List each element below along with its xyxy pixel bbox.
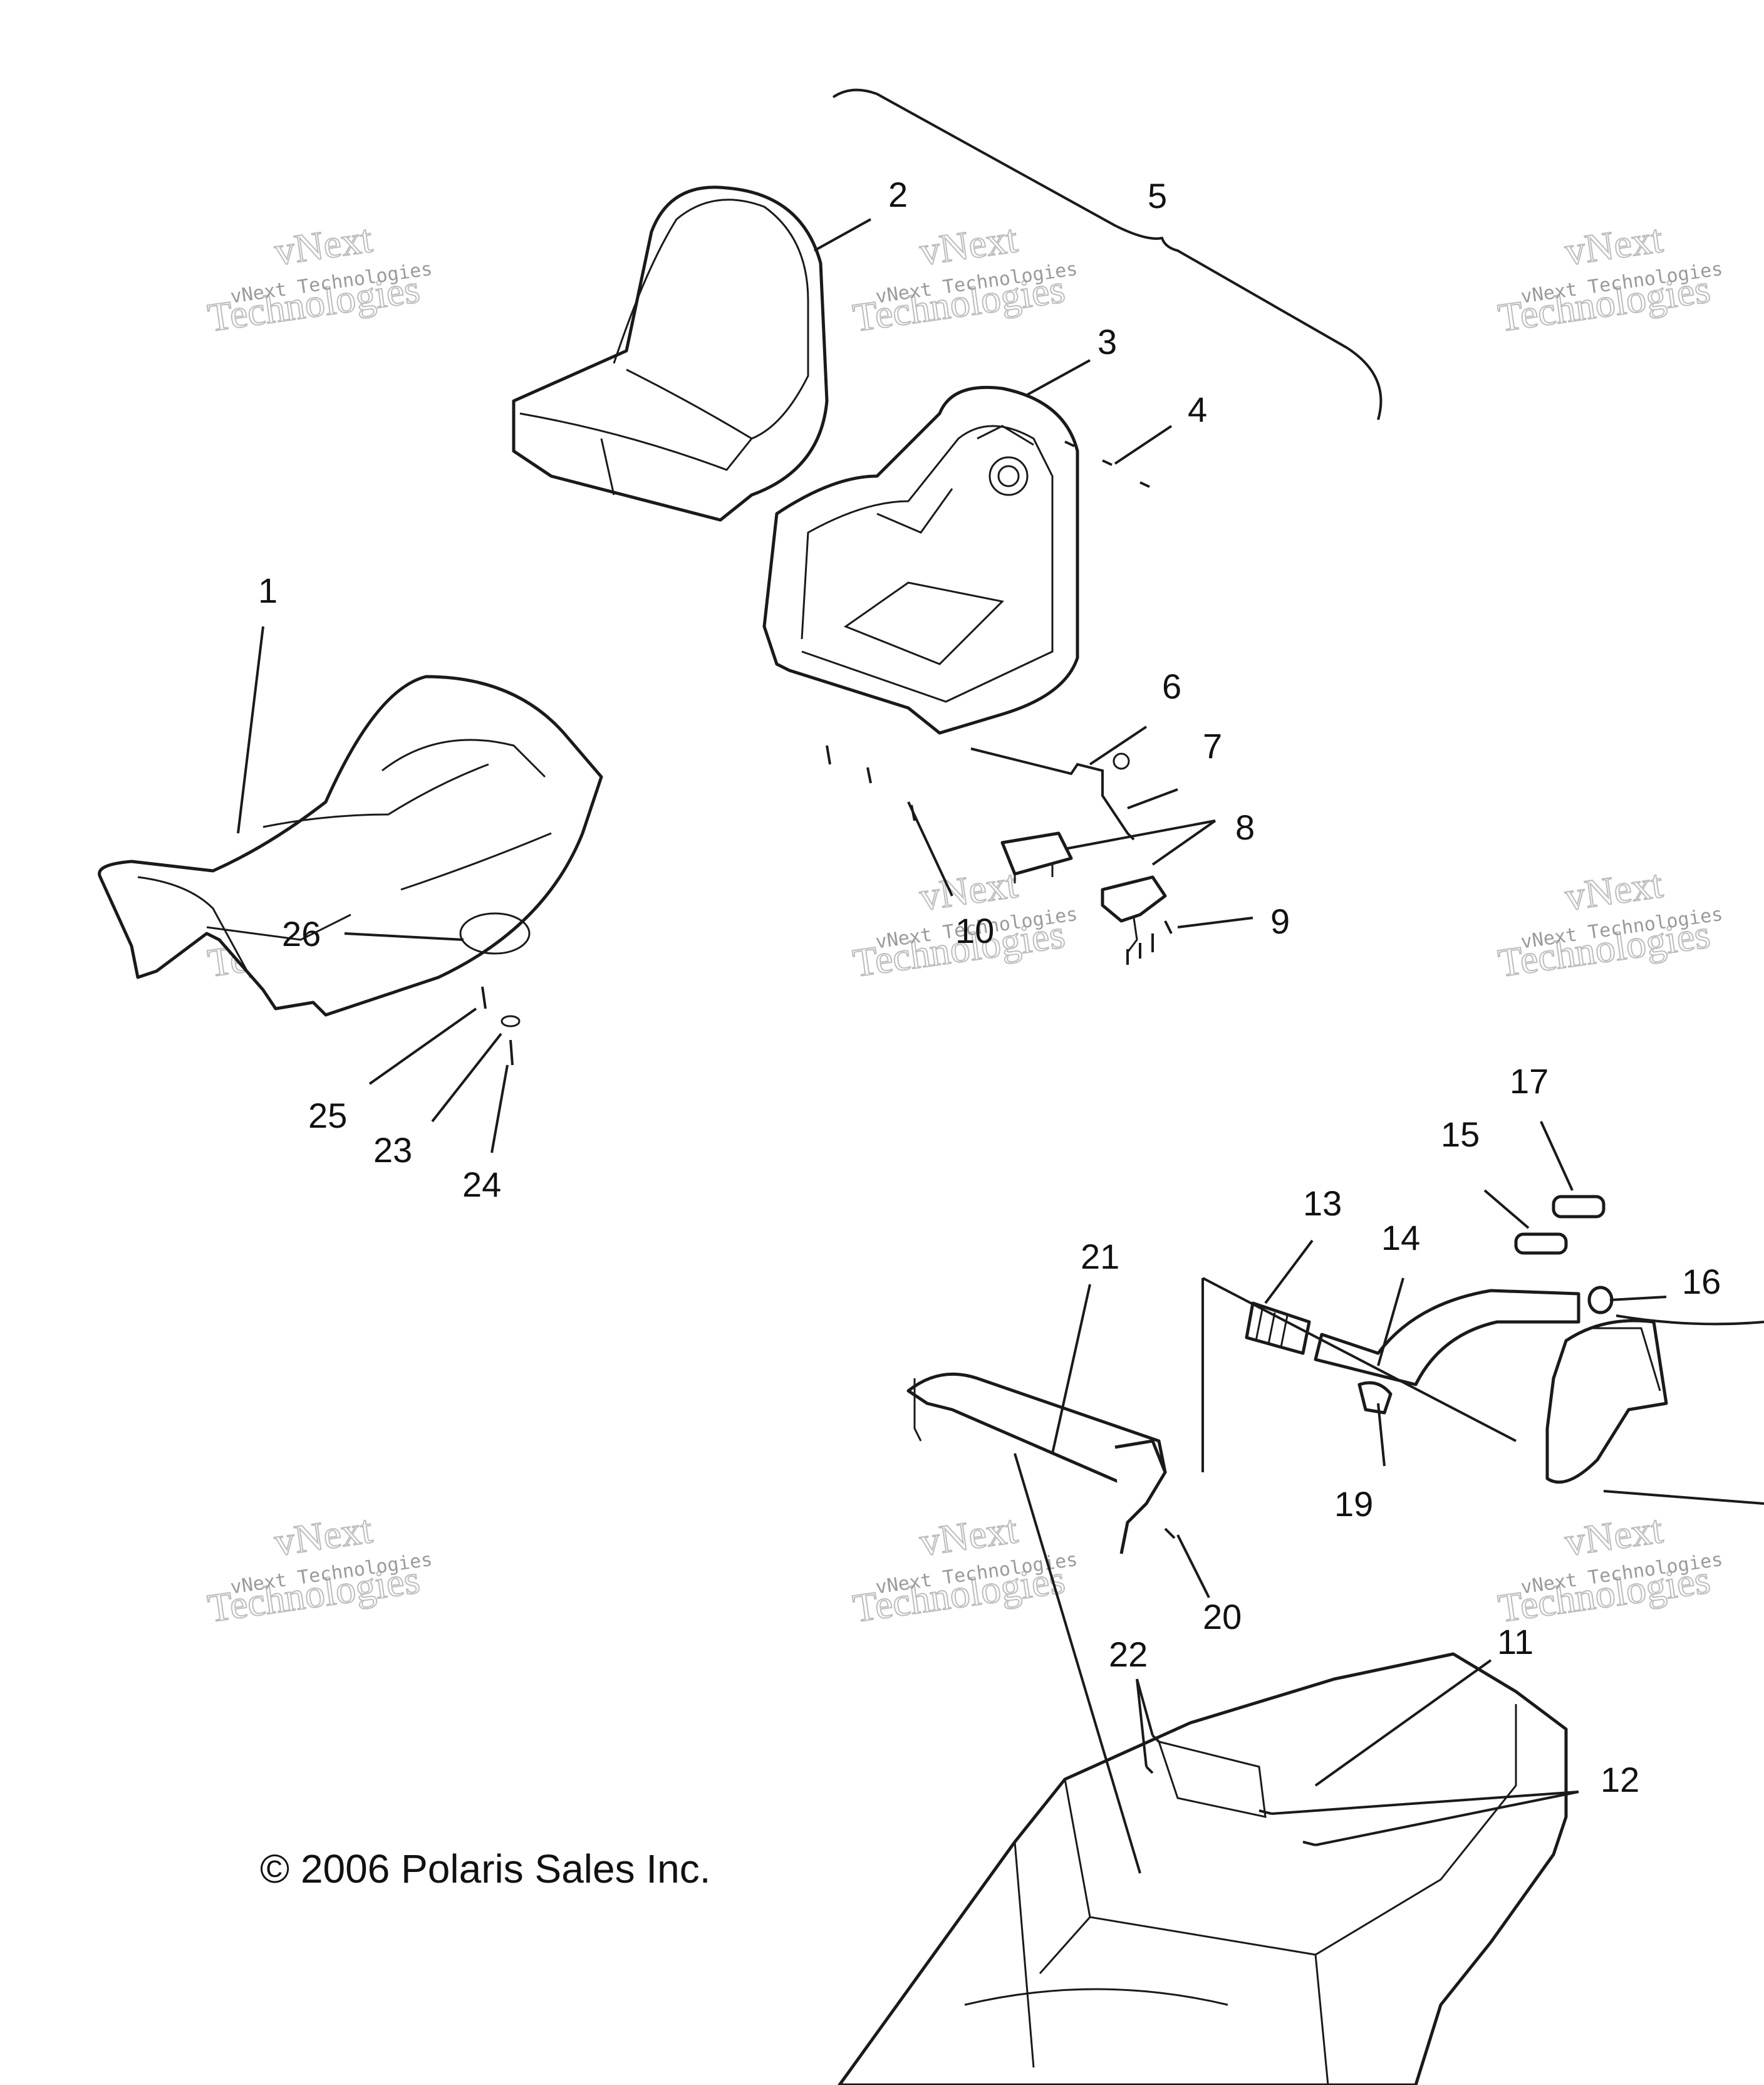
latch-bracket-8a: [1000, 831, 1073, 883]
callout-19: 19: [1334, 1484, 1373, 1524]
svg-text:vNext: vNext: [1562, 216, 1666, 274]
side-shield: [1545, 1319, 1668, 1484]
callout-1: 1: [258, 571, 278, 610]
sleeve-17: [1552, 1195, 1606, 1219]
callout-6: 6: [1162, 667, 1181, 706]
grab-bar-21: [906, 1372, 1167, 1554]
svg-text:vNext: vNext: [272, 216, 375, 274]
callout-14: 14: [1381, 1218, 1420, 1257]
callout-4: 4: [1188, 390, 1207, 429]
assembly-bracket: [832, 88, 1383, 420]
callout-7: 7: [1203, 726, 1222, 766]
callout-5: 5: [1148, 176, 1167, 216]
callout-2: 2: [888, 175, 908, 214]
copyright-notice: © 2006 Polaris Sales Inc.: [260, 1846, 711, 1891]
svg-text:vNext: vNext: [917, 216, 1020, 274]
bolts-10: [826, 745, 916, 821]
svg-text:vNext: vNext: [1562, 1507, 1666, 1564]
callout-17: 17: [1510, 1061, 1549, 1101]
watermark-low-left: vNext Technologies vNext Technologies: [204, 1506, 433, 1631]
callout-10: 10: [955, 911, 994, 950]
callout-23: 23: [373, 1130, 412, 1170]
grip-15: [1514, 1232, 1568, 1255]
watermark-low-right: vNext Technologies vNext Technologies: [1495, 1506, 1724, 1631]
bolts-9: [1126, 920, 1173, 965]
callout-12: 12: [1601, 1760, 1639, 1799]
screw-20: [1164, 1527, 1176, 1539]
leader-lines: [237, 218, 1764, 1874]
clamp-19: [1357, 1381, 1393, 1415]
callout-22: 22: [1109, 1635, 1148, 1674]
watermark-top-right: vNext Technologies vNext Technologies: [1495, 216, 1724, 341]
svg-text:vNext: vNext: [272, 1507, 375, 1564]
latch-pin-25: [481, 986, 487, 1009]
watermark-top-center: vNext Technologies vNext Technologies: [849, 216, 1079, 341]
callout-3: 3: [1097, 322, 1117, 361]
seat-cover: [98, 675, 603, 1017]
latch-rod-6: [970, 747, 1135, 841]
watermark-mid-right: vNext Technologies vNext Technologies: [1495, 861, 1724, 986]
callout-13: 13: [1303, 1183, 1342, 1223]
fastener-pins-4: [1064, 440, 1150, 488]
callout-11: 11: [1497, 1622, 1533, 1661]
callout-16: 16: [1682, 1262, 1721, 1301]
bolt-24: [509, 1039, 514, 1066]
svg-text:vNext: vNext: [1562, 861, 1666, 919]
spring-7: [1113, 752, 1130, 770]
end-cap-16: [1587, 1286, 1614, 1314]
callout-20: 20: [1203, 1597, 1242, 1636]
callout-24: 24: [462, 1165, 501, 1204]
washer-23: [501, 1015, 521, 1027]
callout-26: 26: [282, 914, 321, 954]
fasteners-22: [1145, 1734, 1160, 1774]
callout-8: 8: [1235, 808, 1255, 847]
handle-14: [1314, 1289, 1580, 1386]
svg-text:vNext: vNext: [917, 1507, 1020, 1564]
callout-25: 25: [308, 1096, 347, 1135]
callout-15: 15: [1441, 1115, 1480, 1154]
callout-9: 9: [1270, 902, 1290, 941]
callout-21: 21: [1081, 1237, 1119, 1276]
grip-13: [1245, 1301, 1311, 1355]
fasteners-12: [1258, 1809, 1316, 1846]
chassis-tunnel-11: [838, 1652, 1568, 2085]
latch-bracket-8b: [1101, 875, 1167, 953]
seat-cushion: [512, 185, 829, 522]
watermark-top-left: vNext Technologies vNext Technologies: [204, 216, 433, 341]
seat-base: [762, 385, 1079, 735]
